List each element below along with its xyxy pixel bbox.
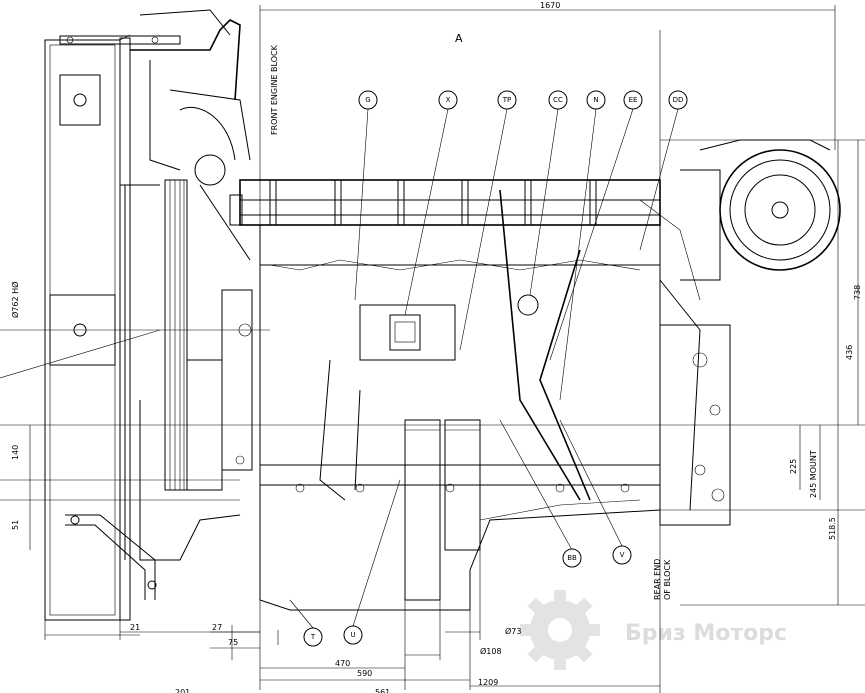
dim-21: 21 xyxy=(130,623,140,632)
dim-27: 27 xyxy=(212,623,222,632)
svg-text:N: N xyxy=(593,96,598,104)
dim-1209: 1209 xyxy=(478,678,498,687)
dim-diameter-108: Ø108 xyxy=(480,646,502,656)
svg-text:CC: CC xyxy=(553,96,563,104)
front-block-label: FRONT ENGINE BLOCK xyxy=(270,44,279,135)
dim-top-width: 1670 xyxy=(540,1,560,10)
view-a-label: A xyxy=(455,32,463,45)
front-bracket xyxy=(65,184,241,600)
dim-fan-diameter: Ø762 HØ xyxy=(10,282,20,318)
balloon-EE: EE xyxy=(623,90,643,110)
balloon-T: T xyxy=(303,627,323,647)
fan-pulley xyxy=(164,179,253,491)
svg-text:V: V xyxy=(620,551,625,559)
dim-245-mount: 245 MOUNT xyxy=(809,450,818,498)
rear-block-label-2: OF BLOCK xyxy=(663,559,672,600)
svg-text:TP: TP xyxy=(502,96,512,104)
dim-201: 201 xyxy=(175,688,190,693)
dimension-labels: 1670 Ø762 HØ 436 738 140 51 225 245 MOUN… xyxy=(10,1,862,693)
watermark: Бриз Моторс xyxy=(520,590,787,670)
svg-text:BB: BB xyxy=(567,554,577,562)
dim-51: 51 xyxy=(11,520,20,530)
dim-75: 75 xyxy=(228,638,238,647)
dim-470: 470 xyxy=(335,659,350,668)
balloon-N: N xyxy=(586,90,606,110)
balloons: G X TP CC N EE DD BB xyxy=(303,90,688,647)
turbo-exhaust xyxy=(130,9,251,261)
watermark-text: Бриз Моторс xyxy=(625,621,787,646)
balloon-TP: TP xyxy=(497,90,517,110)
svg-text:DD: DD xyxy=(673,96,684,104)
dim-140: 140 xyxy=(11,445,20,460)
svg-text:U: U xyxy=(350,631,355,639)
balloon-BB: BB xyxy=(562,548,582,568)
dim-225: 225 xyxy=(789,459,798,474)
svg-text:EE: EE xyxy=(629,96,638,104)
svg-text:X: X xyxy=(446,96,451,104)
dim-561: 561 xyxy=(375,688,390,693)
svg-text:T: T xyxy=(310,633,316,641)
dim-5185: 518.5 xyxy=(828,517,837,540)
balloon-U: U xyxy=(343,625,363,645)
radiator xyxy=(44,34,181,640)
leader-lines xyxy=(289,108,679,629)
rear-block-label-1: REAR END xyxy=(653,559,662,600)
dim-590: 590 xyxy=(357,669,372,678)
dim-436: 436 xyxy=(845,345,854,360)
balloon-CC: CC xyxy=(548,90,568,110)
balloon-V: V xyxy=(612,545,632,565)
dimension-lines xyxy=(0,5,865,693)
dim-738: 738 xyxy=(853,285,862,300)
balloon-DD: DD xyxy=(668,90,688,110)
engine-block xyxy=(239,179,731,611)
annotations: A FRONT ENGINE BLOCK REAR END OF BLOCK xyxy=(270,32,672,600)
balloon-X: X xyxy=(438,90,458,110)
svg-text:G: G xyxy=(365,96,370,104)
balloon-G: G xyxy=(358,90,378,110)
gear-icon xyxy=(520,590,600,670)
dim-diameter-73: Ø73 xyxy=(505,626,521,636)
